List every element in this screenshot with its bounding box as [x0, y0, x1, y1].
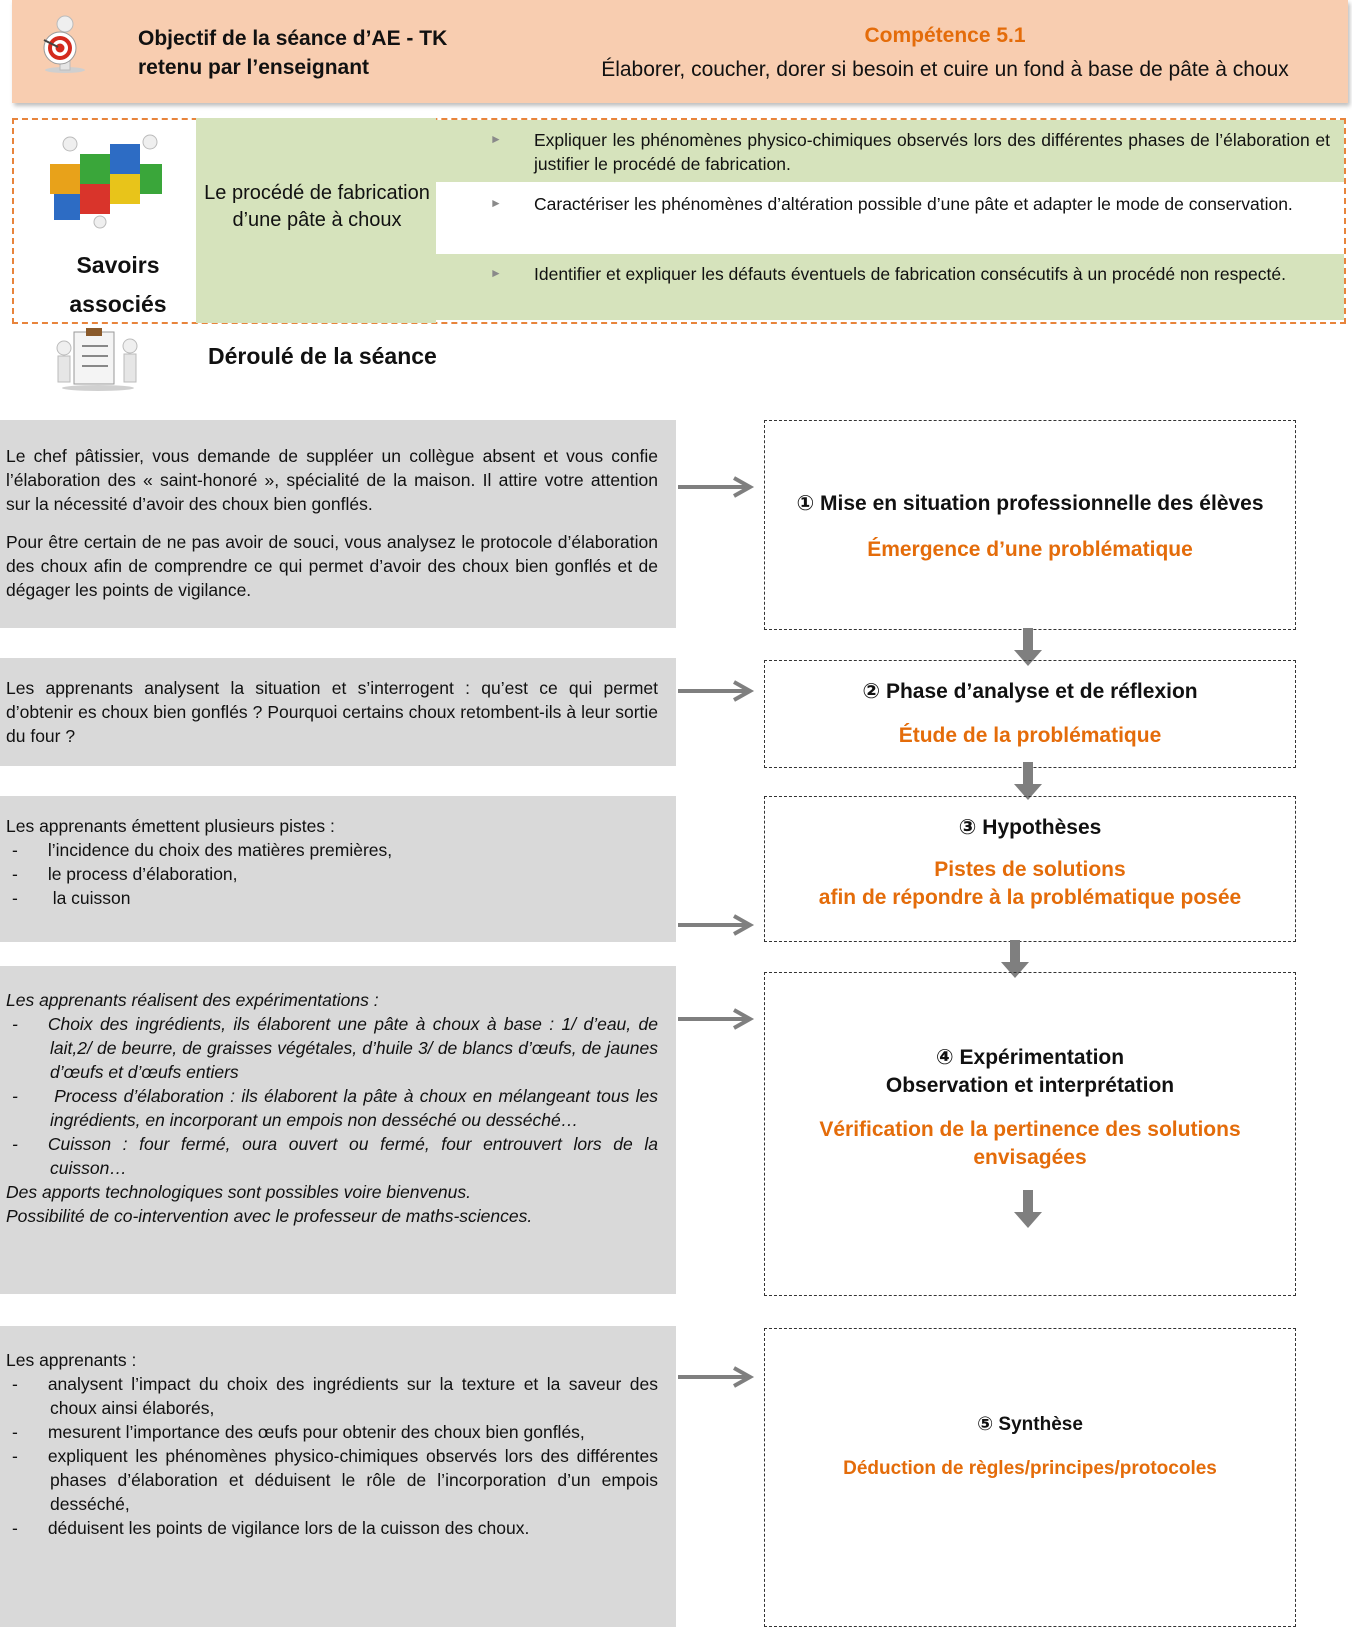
paragraph: Pour être certain de ne pas avoir de sou…	[6, 532, 658, 600]
step-subtitle: Étude de la problématique	[898, 724, 1162, 747]
procede-cell	[196, 118, 436, 323]
step-subtitle: Pistes de solutions	[934, 858, 1126, 881]
competence-title: Compétence 5.1	[864, 24, 1026, 47]
paragraph: Possibilité de co-intervention avec le p…	[6, 1206, 533, 1226]
step-box-2: ② Phase d’analyse et de réflexion Étude …	[764, 660, 1296, 768]
savoir-item-text: Caractériser les phénomènes d’altération…	[534, 194, 1293, 214]
list-item: -Choix des ingrédients, ils élaborent un…	[12, 1014, 658, 1082]
list-item: -mesurent l’importance des œufs pour obt…	[12, 1422, 585, 1442]
target-icon	[43, 15, 85, 73]
step-title: ⑤ Synthèse	[977, 1414, 1083, 1435]
experimentation-text-box: Les apprenants réalisent des expérimenta…	[0, 966, 676, 1294]
savoirs-label-line2: associés	[69, 291, 167, 317]
paragraph: Le chef pâtissier, vous demande de suppl…	[6, 446, 658, 514]
list-item: -l’incidence du choix des matières premi…	[12, 840, 393, 860]
arrow-down-icon	[1014, 762, 1042, 800]
step-subtitle: Vérification de la pertinence des soluti…	[819, 1118, 1241, 1141]
step-subtitle: afin de répondre à la problématique posé…	[818, 886, 1242, 909]
paragraph: Les apprenants émettent plusieurs pistes…	[6, 816, 335, 836]
step-title: Observation et interprétation	[885, 1074, 1175, 1097]
step-box-5: ⑤ Synthèse Déduction de règles/principes…	[764, 1328, 1296, 1627]
list-item: -le process d’élaboration,	[12, 864, 238, 884]
step-title: ④ Expérimentation	[935, 1046, 1125, 1069]
step-box-3: ③ Hypothèses Pistes de solutions afin de…	[764, 796, 1296, 942]
situation-text-box: Le chef pâtissier, vous demande de suppl…	[0, 420, 676, 628]
list-item: -analysent l’impact du choix des ingrédi…	[12, 1374, 658, 1418]
step-box-4: ④ Expérimentation Observation et interpr…	[764, 972, 1296, 1296]
arrow-right-icon	[678, 1008, 755, 1030]
paragraph: Les apprenants analysent la situation et…	[6, 678, 658, 746]
step-box-1: ① Mise en situation professionnelle des …	[764, 420, 1296, 630]
list-item: - Process d’élaboration : ils élaborent …	[12, 1086, 658, 1130]
step-title: ③ Hypothèses	[958, 816, 1102, 839]
savoir-item: ► Caractériser les phénomènes d’altérati…	[436, 184, 1344, 246]
arrow-down-icon	[1014, 1190, 1042, 1228]
savoir-item: ► Expliquer les phénomènes physico-chimi…	[436, 120, 1344, 182]
objective-title: Objectif de la séance d’AE - TK retenu p…	[138, 27, 448, 79]
arrow-right-icon	[678, 914, 755, 936]
arrow-down-icon	[1014, 628, 1042, 666]
triangle-bullet-icon: ►	[490, 132, 502, 146]
hypotheses-text-box: Les apprenants émettent plusieurs pistes…	[0, 796, 676, 942]
triangle-bullet-icon: ►	[490, 196, 502, 210]
step-subtitle: Déduction de règles/principes/protocoles	[843, 1458, 1217, 1479]
competence-text: Élaborer, coucher, dorer si besoin et cu…	[601, 58, 1289, 81]
savoirs-label-line1: Savoirs	[76, 252, 160, 278]
paragraph: Les apprenants réalisent des expérimenta…	[6, 990, 379, 1010]
arrow-right-icon	[678, 476, 755, 498]
paragraph: Les apprenants :	[6, 1350, 137, 1370]
deroule-title: Déroulé de la séance	[208, 343, 437, 369]
list-item: -déduisent les points de vigilance lors …	[12, 1518, 530, 1538]
step-subtitle: envisagées	[973, 1146, 1087, 1169]
savoirs-box	[12, 118, 1346, 324]
arrow-right-icon	[678, 680, 755, 702]
objective-header	[12, 0, 1348, 103]
analysis-text-box: Les apprenants analysent la situation et…	[0, 658, 676, 766]
step-title: ① Mise en situation professionnelle des …	[796, 492, 1264, 515]
checklist-icon	[56, 328, 138, 391]
synthesis-text-box: Les apprenants : -analysent l’impact du …	[0, 1326, 676, 1627]
savoir-item: ► Identifier et expliquer les défauts év…	[436, 254, 1344, 320]
list-item: -Cuisson : four fermé, oura ouvert ou fe…	[12, 1134, 658, 1178]
procede-text: Le procédé de fabrication d’une pâte à c…	[204, 182, 430, 231]
list-item: -expliquent les phénomènes physico-chimi…	[12, 1446, 658, 1514]
savoir-item-text: Identifier et expliquer les défauts éven…	[534, 264, 1286, 284]
arrow-down-icon	[1001, 940, 1029, 978]
arrow-right-icon	[678, 1366, 755, 1388]
step-title: ② Phase d’analyse et de réflexion	[862, 680, 1198, 703]
step-subtitle: Émergence d’une problématique	[867, 538, 1193, 561]
savoir-item-text: Expliquer les phénomènes physico-chimiqu…	[534, 130, 1330, 174]
triangle-bullet-icon: ►	[490, 266, 502, 280]
paragraph: Des apports technologiques sont possible…	[6, 1182, 472, 1202]
savoirs-label: Savoirs associés	[28, 246, 208, 324]
list-item: - la cuisson	[12, 888, 131, 908]
puzzle-icon	[50, 134, 162, 229]
